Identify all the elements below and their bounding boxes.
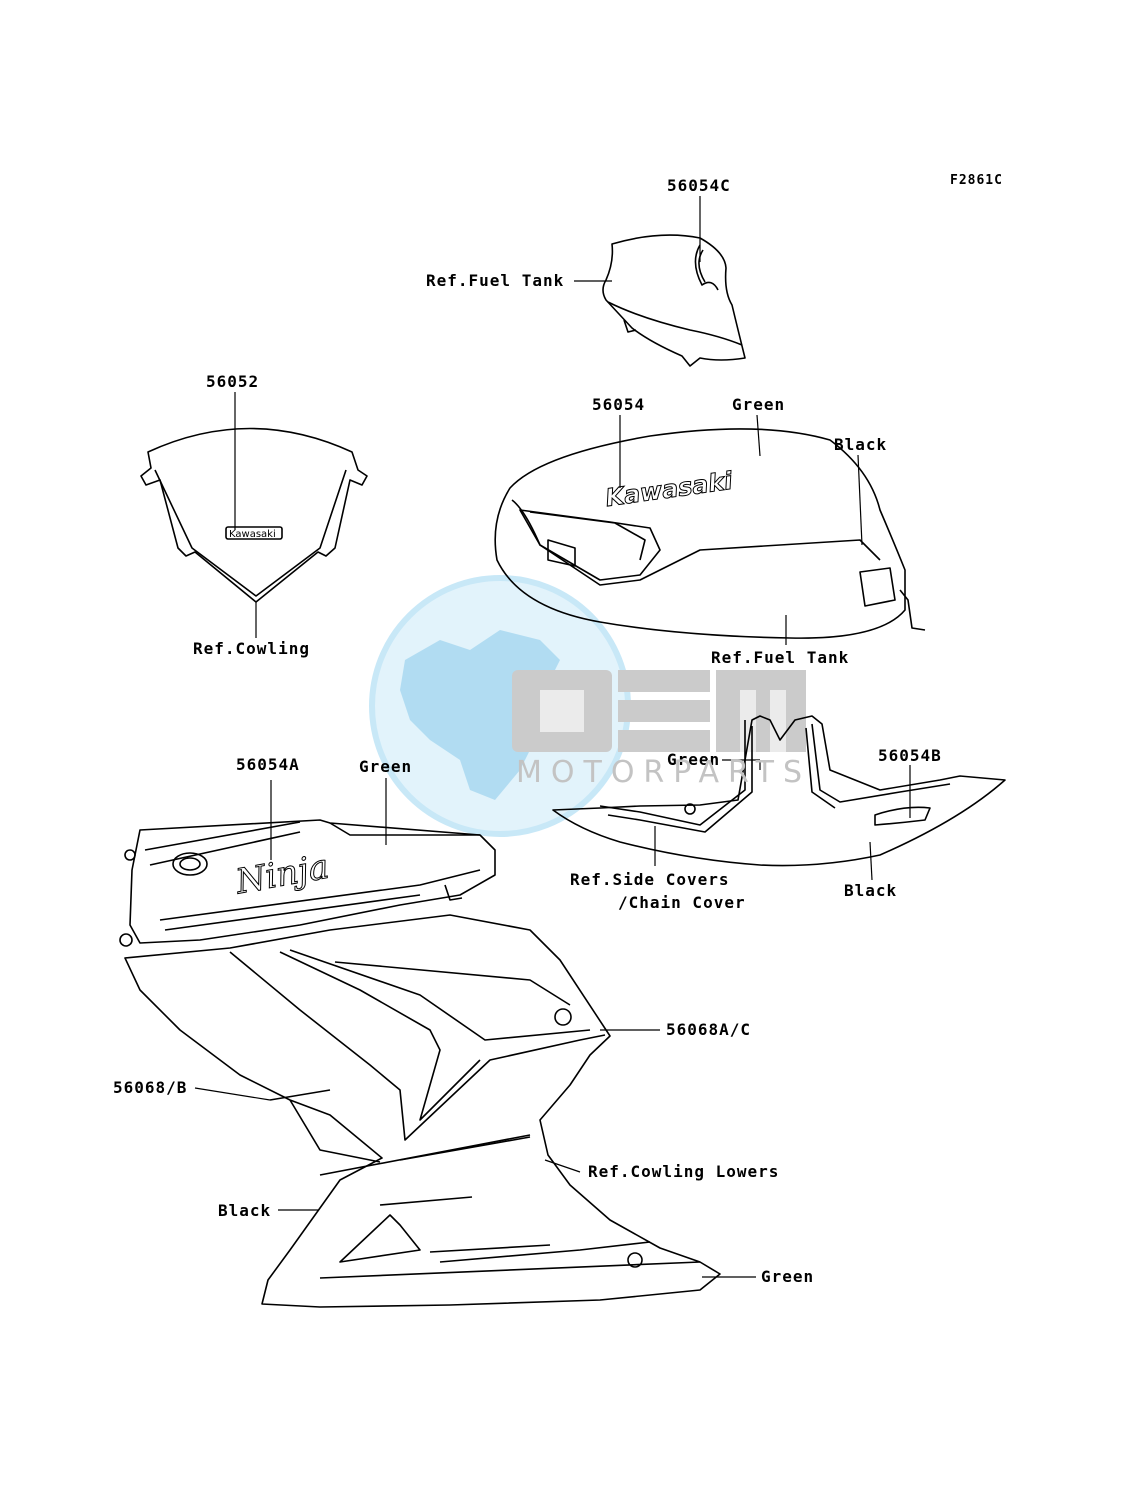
label-chain-cover: /Chain Cover xyxy=(618,893,746,912)
label-56054A: 56054A xyxy=(236,755,300,774)
label-green-lower: Green xyxy=(761,1267,815,1286)
label-56052: 56052 xyxy=(206,372,260,391)
decal-kawasaki-screen: Kawasaki xyxy=(229,529,276,540)
figure-code: F2861C xyxy=(950,173,1003,188)
leader-lines xyxy=(194,196,911,1278)
label-ref-fuel-tank-top: Ref.Fuel Tank xyxy=(426,271,565,290)
part-56054A-drawing xyxy=(119,819,496,947)
label-black-lower: Black xyxy=(218,1201,272,1220)
part-56052-drawing xyxy=(140,427,368,603)
label-ref-side-covers: Ref.Side Covers xyxy=(570,870,730,889)
label-56068AC: 56068A/C xyxy=(666,1020,752,1039)
part-56054B-drawing xyxy=(552,715,1006,867)
decal-kawasaki-tank: Kawasaki xyxy=(604,467,735,513)
label-black-side: Black xyxy=(844,881,898,900)
label-56054C: 56054C xyxy=(667,176,731,195)
label-ref-cowling: Ref.Cowling xyxy=(193,639,310,658)
label-green-side: Green xyxy=(667,750,721,769)
label-56068B: 56068/B xyxy=(113,1078,188,1097)
part-56068-drawing xyxy=(124,914,721,1308)
watermark-subtitle: MOTORPARTS xyxy=(516,755,812,790)
decal-ninja: Ninja xyxy=(232,847,332,903)
watermark-letters xyxy=(512,670,806,752)
part-56054C-drawing xyxy=(602,234,746,367)
label-56054: 56054 xyxy=(592,395,646,414)
label-ref-fuel-tank-bottom: Ref.Fuel Tank xyxy=(711,648,850,667)
label-ref-cowling-lowers: Ref.Cowling Lowers xyxy=(588,1162,780,1181)
label-green-tank: Green xyxy=(732,395,786,414)
label-green-cowl: Green xyxy=(359,757,413,776)
label-56054B: 56054B xyxy=(878,746,942,765)
watermark xyxy=(369,575,806,837)
label-black-tank: Black xyxy=(834,435,888,454)
part-56054-drawing xyxy=(494,428,926,639)
